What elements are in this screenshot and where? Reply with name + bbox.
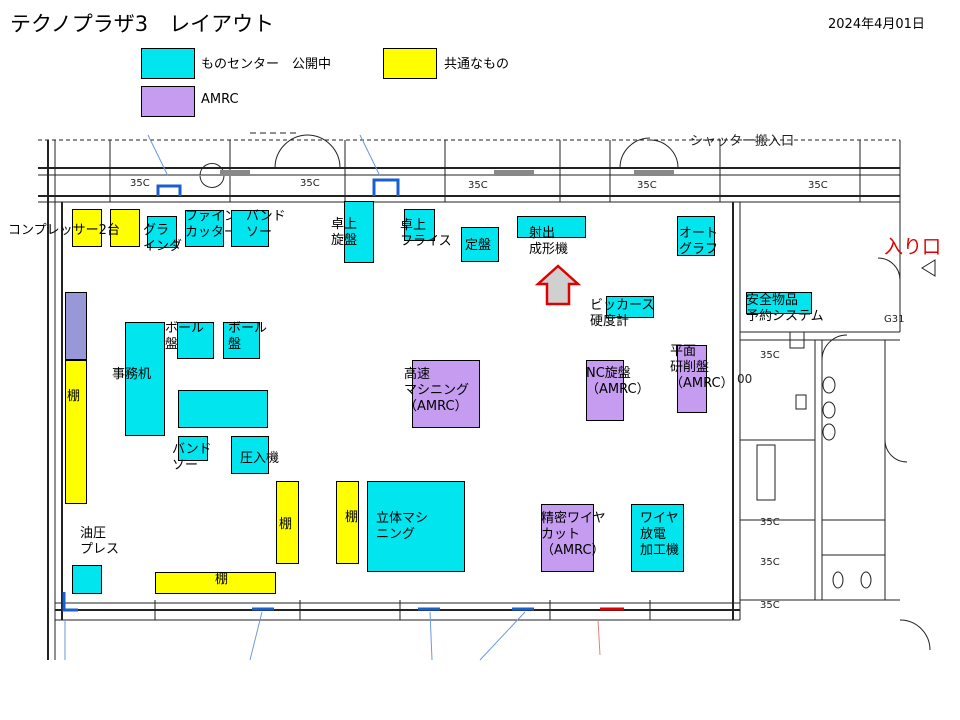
hydraulic-press-label: 油圧 プレス	[80, 526, 120, 557]
fine-cutter-box	[185, 210, 224, 247]
dimension-mark: G31	[884, 314, 905, 325]
surface-grinder-box	[677, 345, 707, 413]
surface-grinder-label: 平面 研削盤 （AMRC）	[670, 344, 734, 391]
compressor-box-1	[72, 209, 102, 247]
band-saw-bottom-label: バンド ソー	[172, 442, 212, 473]
legend-label-cyan: ものセンター 公開中	[201, 57, 332, 72]
precision-wire-label: 精密ワイヤ カット （AMRC）	[541, 511, 606, 558]
wire-edm-label: ワイヤ 放電 加工機	[640, 511, 680, 558]
band-saw-bottom-box	[178, 436, 208, 461]
injection-molding-label: 射出 成形機	[529, 226, 569, 257]
shelf-mid2-box	[336, 481, 359, 564]
date-label: 2024年4月01日	[828, 17, 925, 32]
press-fit-box	[231, 436, 269, 474]
bench-milling-label: 卓上 フライス	[400, 218, 452, 249]
autograph-label: オート グラフ	[679, 226, 719, 257]
band-saw-top-label: バンド ソー	[246, 209, 286, 240]
hydraulic-press-box	[72, 565, 102, 594]
shelf-bottom-label: 棚	[215, 572, 229, 587]
bench-lathe-label: 卓上 旋盤	[331, 217, 358, 248]
compressor-label: コンプレッサー2台	[8, 223, 120, 238]
dimension-mark: 35C	[300, 178, 320, 189]
shelf-mid1-box	[276, 481, 299, 564]
dimension-mark: 35C	[468, 180, 488, 191]
band-saw-top-box	[231, 210, 269, 247]
bench-milling-box	[404, 209, 435, 241]
drill-left-label: ボール 盤	[165, 321, 205, 352]
work-table-box	[178, 390, 268, 428]
vertical-machining-box	[367, 481, 465, 572]
wire-edm-box	[631, 504, 684, 572]
dimension-mark: 00	[737, 372, 753, 386]
dimension-mark: 35C	[760, 600, 780, 611]
office-desk-box	[125, 322, 165, 436]
safety-reservation-box	[746, 292, 812, 314]
compressor-box-2	[110, 209, 140, 247]
legend-label-yellow: 共通なもの	[444, 57, 510, 72]
dimension-mark: 35C	[637, 180, 657, 191]
dimension-mark: 35C	[808, 180, 828, 191]
office-desk-label: 事務机	[112, 367, 152, 382]
shelf-mid2-label: 棚	[345, 510, 359, 525]
legend-swatch-cyan	[141, 48, 195, 79]
nc-lathe-label: NC旋盤 （AMRC）	[586, 366, 650, 397]
safety-reservation-label: 安全物品 予約システム	[746, 293, 824, 324]
shelf-left-label: 棚	[67, 389, 81, 404]
surface-plate-box	[461, 227, 499, 262]
vickers-box	[606, 296, 654, 318]
hi-speed-machining-label: 高速 マシニング （AMRC）	[404, 367, 470, 414]
press-fit-label: 圧入機	[240, 451, 280, 466]
dimension-mark: 35C	[760, 350, 780, 361]
nc-lathe-box	[586, 360, 624, 421]
page-title: テクノプラザ3 レイアウト	[10, 12, 275, 36]
shelf-mid1-label: 棚	[279, 517, 293, 532]
injection-molding-box	[517, 216, 586, 238]
legend-swatch-yellow	[383, 48, 437, 79]
vickers-label: ビッカース 硬度計	[590, 298, 655, 329]
drill-right-box	[223, 322, 260, 359]
surface-plate-label: 定盤	[465, 238, 492, 253]
grinder-box	[147, 216, 177, 248]
fine-cutter-label: ファイン カッター	[185, 209, 238, 240]
dimension-mark: 35C	[760, 517, 780, 528]
shelf-left-box	[65, 360, 87, 504]
shelf-bottom-box	[155, 572, 276, 594]
legend-label-purple: AMRC	[201, 92, 239, 107]
legend-swatch-purple	[141, 86, 195, 117]
grinder-label: グラ インダ	[143, 223, 183, 254]
dimension-mark: 35C	[760, 557, 780, 568]
vertical-machining-label: 立体マシ ニング	[376, 511, 429, 542]
entrance-label: 入り口	[884, 236, 942, 258]
autograph-box	[677, 216, 715, 256]
drill-left-box	[177, 322, 214, 359]
dimension-mark: 35C	[130, 178, 150, 189]
gray-cabinet-box	[65, 292, 87, 360]
precision-wire-box	[541, 504, 594, 572]
bench-lathe-box	[344, 201, 374, 263]
shutter-label: シャッター搬入口	[690, 134, 795, 149]
drill-right-label: ボール 盤	[228, 321, 268, 352]
hi-speed-machining-box	[412, 360, 480, 428]
